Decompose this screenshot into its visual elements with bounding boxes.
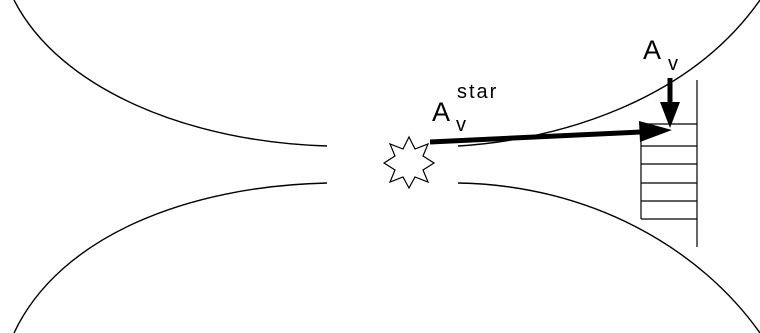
a-v-star-label-sup: star — [457, 81, 498, 103]
a-v-star-label-main: A — [432, 97, 450, 127]
a-v-arrow — [660, 78, 680, 128]
upper-right-surface-curve — [457, 0, 760, 147]
lower-left-surface-curve — [13, 182, 328, 333]
a-v-arrow-head — [660, 102, 680, 128]
a-v-star-label: A v star — [432, 81, 498, 136]
grid-column — [640, 80, 698, 247]
star-icon — [382, 135, 436, 190]
a-v-star-arrow-shaft — [429, 129, 641, 145]
upper-left-surface-curve — [13, 0, 328, 147]
a-v-star-arrow-head — [639, 121, 672, 142]
a-v-label-main: A — [643, 35, 661, 65]
lower-right-surface-curve — [457, 182, 760, 333]
a-v-star-arrow — [429, 121, 672, 145]
a-v-label-sub: v — [668, 53, 678, 75]
a-v-star-label-sub: v — [456, 114, 466, 136]
a-v-label: A v — [643, 35, 678, 75]
